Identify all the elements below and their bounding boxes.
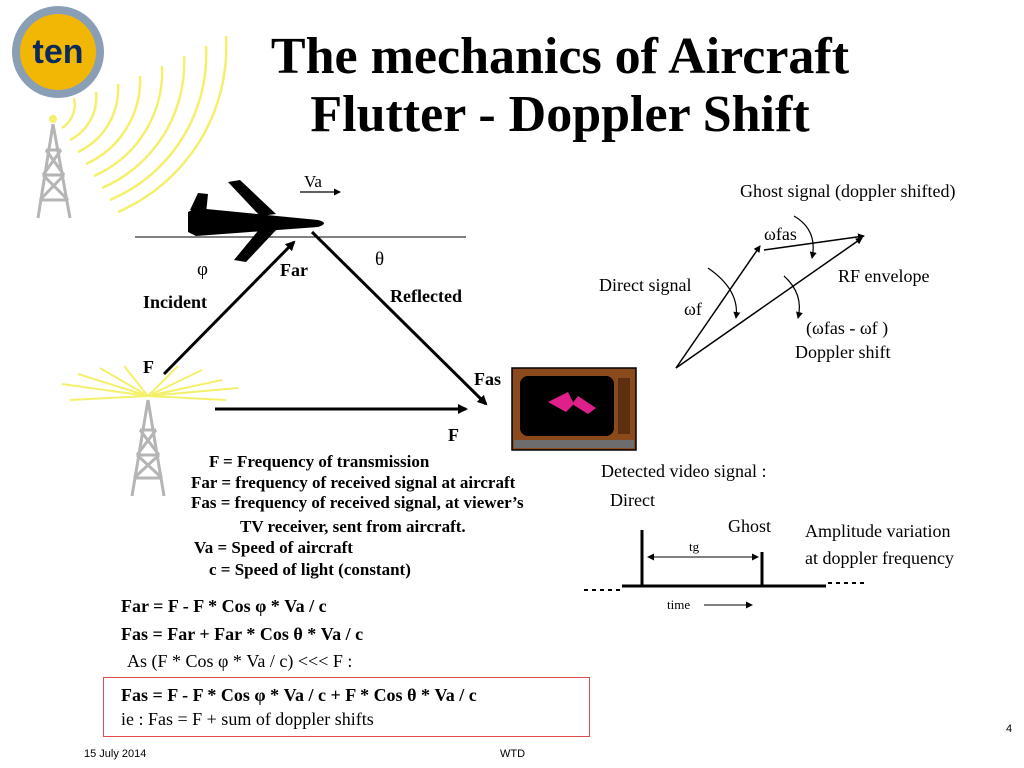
footer-date: 15 July 2014 bbox=[84, 748, 147, 760]
amplitude-line-2: at doppler frequency bbox=[805, 548, 954, 568]
formula-summary: ie : Fas = F + sum of doppler shifts bbox=[121, 709, 374, 729]
omega-fas-label: ωfas bbox=[764, 224, 797, 244]
formula-fas-expanded: Fas = F - F * Cos φ * Va / c + F * Cos θ… bbox=[121, 685, 477, 705]
ghost-signal-label: Ghost signal (doppler shifted) bbox=[740, 181, 956, 201]
rf-envelope-label: RF envelope bbox=[838, 266, 930, 286]
detected-video-label: Detected video signal : bbox=[601, 461, 767, 481]
direct-label: Direct bbox=[610, 490, 655, 510]
doppler-diff-label: (ωfas - ωf ) bbox=[806, 318, 889, 338]
definition-fas-cont: TV receiver, sent from aircraft. bbox=[240, 517, 466, 536]
fas-label: Fas bbox=[474, 369, 501, 389]
time-label: time bbox=[667, 597, 691, 612]
formula-approximation: As (F * Cos φ * Va / c) <<< F : bbox=[127, 651, 353, 671]
transmitter-tower-bottom bbox=[61, 365, 239, 497]
ghost-label: Ghost bbox=[728, 516, 772, 536]
reflected-label: Reflected bbox=[390, 286, 462, 306]
definition-f: F = Frequency of transmission bbox=[209, 452, 430, 471]
tv-set-icon bbox=[511, 367, 637, 451]
phi-label: φ bbox=[197, 259, 208, 280]
doppler-shift-label: Doppler shift bbox=[795, 342, 891, 362]
video-signal-plot bbox=[584, 530, 864, 609]
definition-fas: Fas = frequency of received signal, at v… bbox=[191, 493, 524, 512]
incident-label: Incident bbox=[143, 292, 208, 312]
slide-title: The mechanics of Aircraft Flutter - Dopp… bbox=[160, 28, 960, 144]
incident-ray bbox=[162, 240, 296, 376]
title-line-1: The mechanics of Aircraft bbox=[270, 28, 850, 85]
theta-label: θ bbox=[375, 249, 385, 270]
definition-c: c = Speed of light (constant) bbox=[209, 560, 411, 579]
logo-text: ten bbox=[33, 33, 84, 71]
transmitter-tower-top bbox=[36, 115, 72, 219]
direct-signal-label: Direct signal bbox=[599, 275, 692, 295]
va-label: Va bbox=[304, 172, 322, 191]
definition-far: Far = frequency of received signal at ai… bbox=[191, 473, 516, 492]
f-direct-label: F bbox=[448, 425, 459, 445]
footer-center: WTD bbox=[500, 748, 526, 760]
airplane-icon bbox=[188, 180, 324, 262]
formula-fas: Fas = Far + Far * Cos θ * Va / c bbox=[121, 624, 364, 644]
far-label: Far bbox=[280, 260, 308, 280]
formula-highlight-box bbox=[103, 677, 590, 737]
omega-f-label: ωf bbox=[684, 299, 702, 319]
phasor-diagram bbox=[675, 215, 865, 369]
title-line-2: Flutter - Doppler Shift bbox=[310, 86, 810, 143]
f-source-label: F bbox=[143, 357, 154, 377]
reflected-ray bbox=[310, 230, 488, 406]
page-number: 4 bbox=[1006, 723, 1013, 735]
definition-va: Va = Speed of aircraft bbox=[194, 538, 353, 557]
tg-label: tg bbox=[689, 539, 700, 554]
formula-far: Far = F - F * Cos φ * Va / c bbox=[121, 596, 327, 616]
amplitude-line-1: Amplitude variation bbox=[805, 521, 951, 541]
ten-logo: ten bbox=[12, 6, 104, 98]
radio-waves-top bbox=[61, 35, 228, 214]
